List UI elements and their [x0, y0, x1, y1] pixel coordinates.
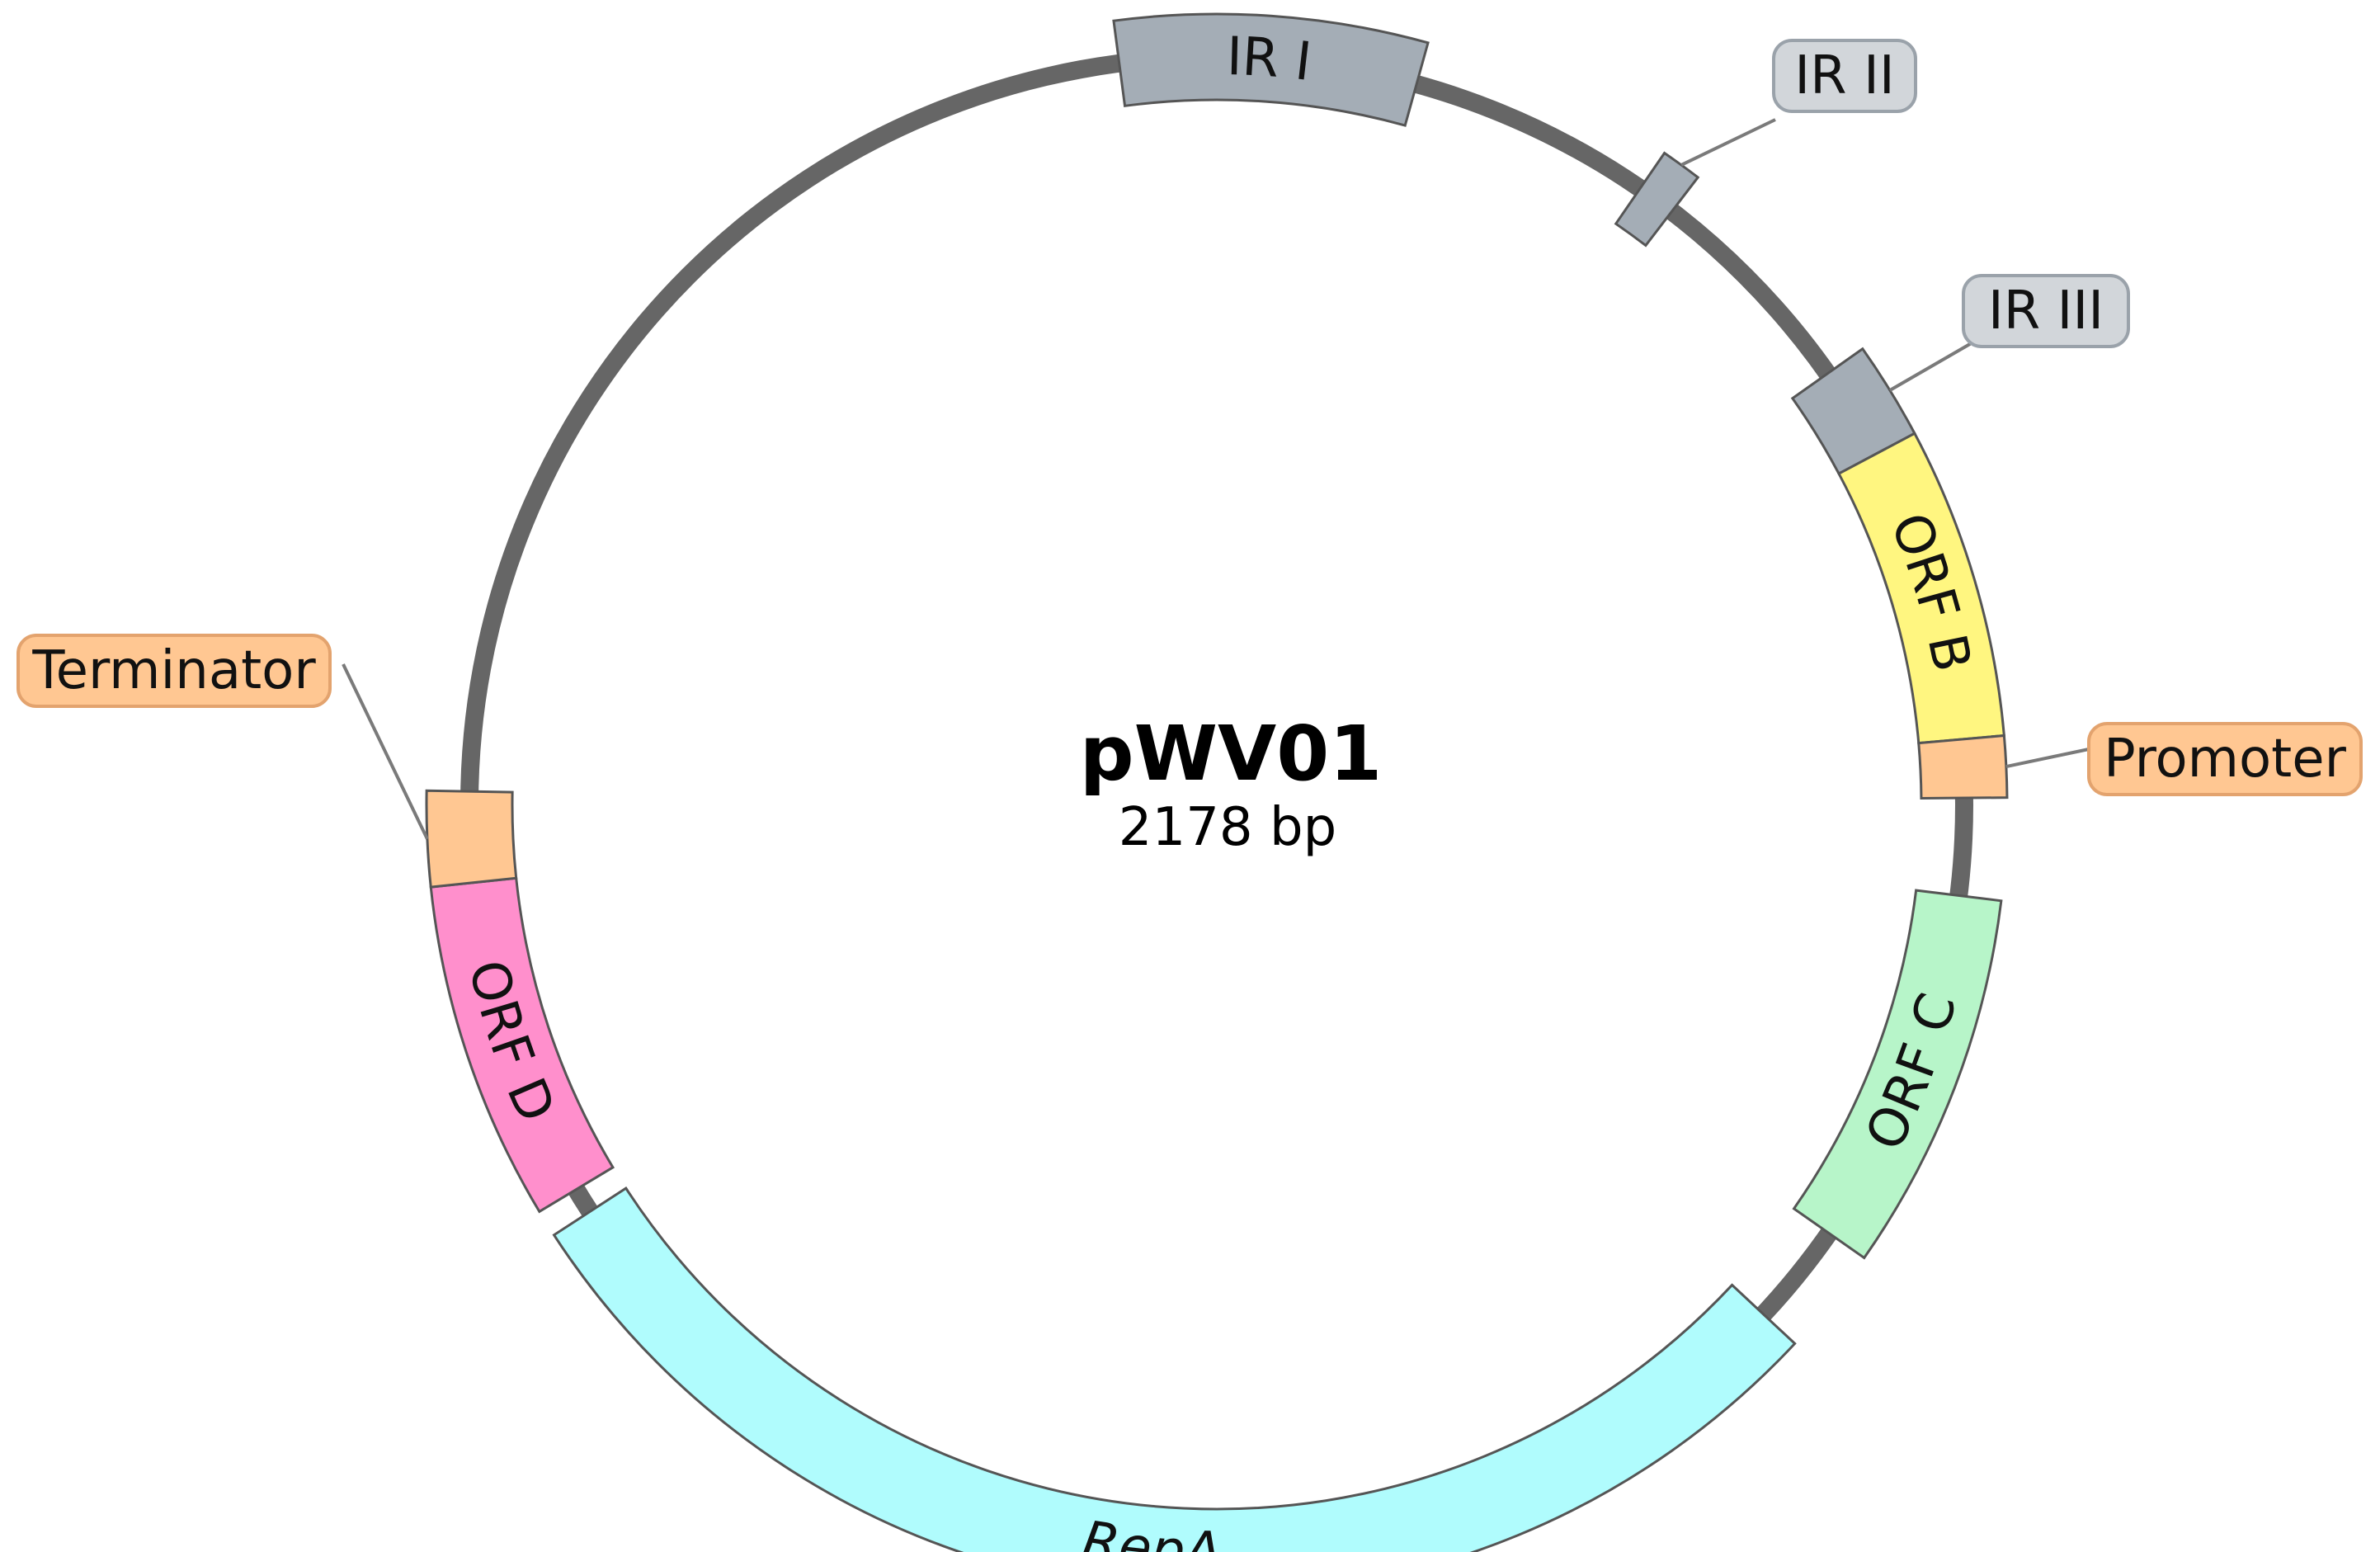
callout-box-ir-ii [1772, 39, 1917, 113]
callout-ir-ii[interactable]: IR II [1772, 39, 1917, 113]
feature-repa[interactable] [552, 1186, 1797, 1552]
callout-box-terminator [16, 634, 332, 708]
callout-box-ir-iii [1962, 274, 2130, 348]
feature-ir-ii[interactable] [1614, 151, 1700, 248]
callout-label-promoter: Promoter [2104, 729, 2347, 790]
callouts-layer: IR II IR III Promoter Terminator [16, 39, 2363, 840]
callout-label-ir-iii: IR III [1988, 281, 2104, 342]
feature-ir-i[interactable] [1112, 12, 1430, 127]
callout-terminator[interactable]: Terminator [16, 634, 332, 708]
leader-line-ir-iii [1888, 337, 1982, 392]
plasmid-name: pWV01 [1080, 710, 1383, 798]
callout-label-terminator: Terminator [31, 640, 316, 701]
feature-promoter[interactable] [1917, 734, 2009, 800]
callout-box-promoter [2087, 722, 2363, 796]
leader-line-ir-ii [1680, 118, 1776, 167]
feature-label-ir-i: IR I [1226, 26, 1314, 93]
callout-label-ir-ii: IR II [1794, 45, 1894, 106]
feature-orf-c[interactable] [1792, 889, 2003, 1260]
callout-promoter[interactable]: Promoter [2087, 722, 2363, 796]
plasmid-size: 2178 bp [1119, 797, 1336, 858]
leader-line-terminator [342, 663, 429, 840]
leader-line-promoter [2005, 748, 2090, 768]
feature-terminator[interactable] [425, 789, 518, 889]
callout-ir-iii[interactable]: IR III [1962, 274, 2130, 348]
